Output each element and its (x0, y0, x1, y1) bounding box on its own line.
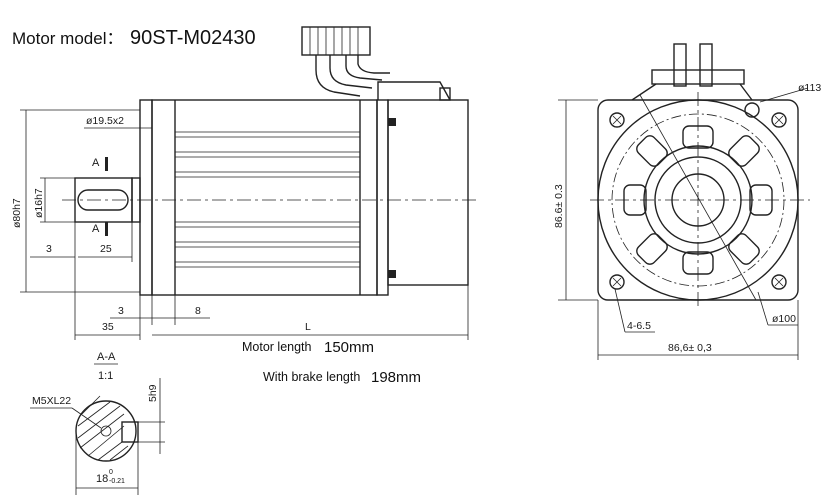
model-label: Motor model： (12, 29, 123, 48)
thread-label: M5XL22 (32, 395, 71, 407)
brake-length-value: 198mm (371, 369, 421, 386)
dia-100-label: ø100 (772, 313, 796, 325)
section-mark-top: A (92, 157, 100, 169)
top-connector (301, 26, 390, 97)
width-tol-lower: -0.21 (109, 478, 125, 485)
dim-flange-dia: ø80h7 (11, 198, 23, 228)
side-view: A A ø80h7 ø16h7 ø19.5x2 3 25 3 8 35 L (11, 26, 478, 340)
brake-length-label: With brake length (263, 370, 360, 384)
dim-35: 35 (102, 321, 114, 333)
dim-3-left: 3 (46, 243, 52, 255)
motor-length-label: Motor length (242, 340, 312, 354)
section-mark-bottom: A (92, 223, 100, 235)
vent-slots (623, 125, 773, 275)
dim-25: 25 (100, 243, 112, 255)
section-scale: 1:1 (98, 370, 113, 382)
front-view: ø113 86.6± 0.3 4-6.5 ø100 86,6± 0,3 (553, 43, 821, 360)
dim-3-bottom: 3 (118, 305, 124, 317)
model-value: 90ST-M02430 (130, 27, 256, 49)
dim-hole-dia: ø19.5x2 (86, 115, 124, 127)
section-title: A-A (97, 351, 116, 363)
height-dim-label: 86.6± 0.3 (553, 184, 565, 228)
dim-shaft-dia: ø16h7 (33, 188, 45, 218)
width-dim-label: 86,6± 0,3 (668, 342, 712, 354)
holes-label: 4-6.5 (627, 320, 651, 332)
width-label: 18 (96, 473, 108, 485)
width-tol-upper: 0 (109, 469, 113, 476)
dia-113-label: ø113 (798, 82, 821, 94)
dim-L: L (305, 321, 311, 333)
motor-length-value: 150mm (324, 339, 374, 356)
keyway-label: 5h9 (147, 384, 159, 402)
dim-8: 8 (195, 305, 201, 317)
section-view: A-A 1:1 M5XL22 5h9 18 0 -0.21 (30, 351, 165, 495)
